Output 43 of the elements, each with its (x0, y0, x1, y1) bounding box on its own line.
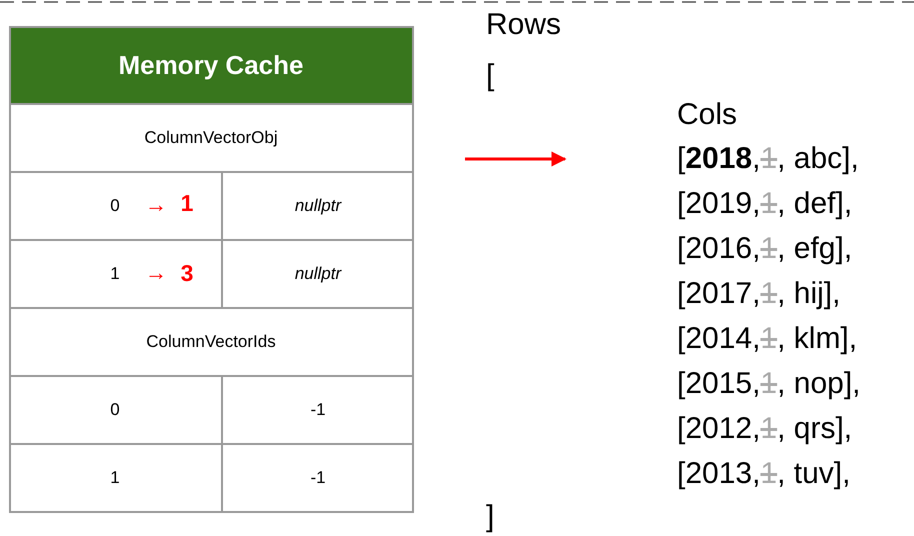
list-heading: Cols (677, 97, 738, 133)
close-bracket: ] (486, 499, 494, 535)
row-text: , klm], (777, 322, 858, 355)
row-text: [2016, (677, 232, 760, 265)
row-text: [2013, (677, 457, 760, 490)
row-text: [2018, (677, 142, 760, 175)
row-text: [2014, (677, 322, 760, 355)
struck-value: 1 (760, 187, 778, 220)
row-text: [2017, (677, 277, 760, 310)
table-index: 0 (110, 196, 120, 216)
table-section-heading: ColumnVectorIds (146, 332, 276, 352)
struck-value: 1 (760, 367, 778, 400)
table-index: 1 (110, 264, 120, 284)
row-text: , efg], (777, 232, 852, 265)
table-index: 1 (110, 468, 120, 488)
row-text: , qrs], (777, 412, 852, 445)
table-value: nullptr (294, 196, 342, 216)
table-value: -1 (310, 400, 326, 420)
row-text: [2012, (677, 412, 760, 445)
table-value: -1 (310, 468, 326, 488)
struck-value: 1 (760, 142, 778, 175)
struck-value: 1 (760, 412, 778, 445)
open-bracket: [ (486, 58, 494, 94)
row-text: [2015, (677, 367, 760, 400)
row-text: , tuv], (777, 457, 850, 490)
row-text: , nop], (777, 367, 861, 400)
table-section-heading: ColumnVectorObj (144, 128, 278, 148)
struck-value: 1 (760, 277, 778, 310)
table-title: Memory Cache (118, 50, 304, 82)
table-value: nullptr (294, 264, 342, 284)
mapped-index: 1 (180, 190, 194, 218)
table-index: 0 (110, 400, 120, 420)
mapping-arrow: → (145, 192, 167, 218)
struck-value: 1 (760, 322, 778, 355)
list-heading: Rows (486, 7, 562, 43)
row-text: , abc], (777, 142, 859, 175)
row-text: [2019, (677, 187, 760, 220)
mapping-arrow: → (145, 260, 167, 286)
struck-value: 1 (760, 232, 778, 265)
mapped-index: 3 (180, 260, 194, 288)
row-text: , def], (777, 187, 852, 220)
struck-value: 1 (760, 457, 778, 490)
row-text: , hij], (777, 277, 840, 310)
